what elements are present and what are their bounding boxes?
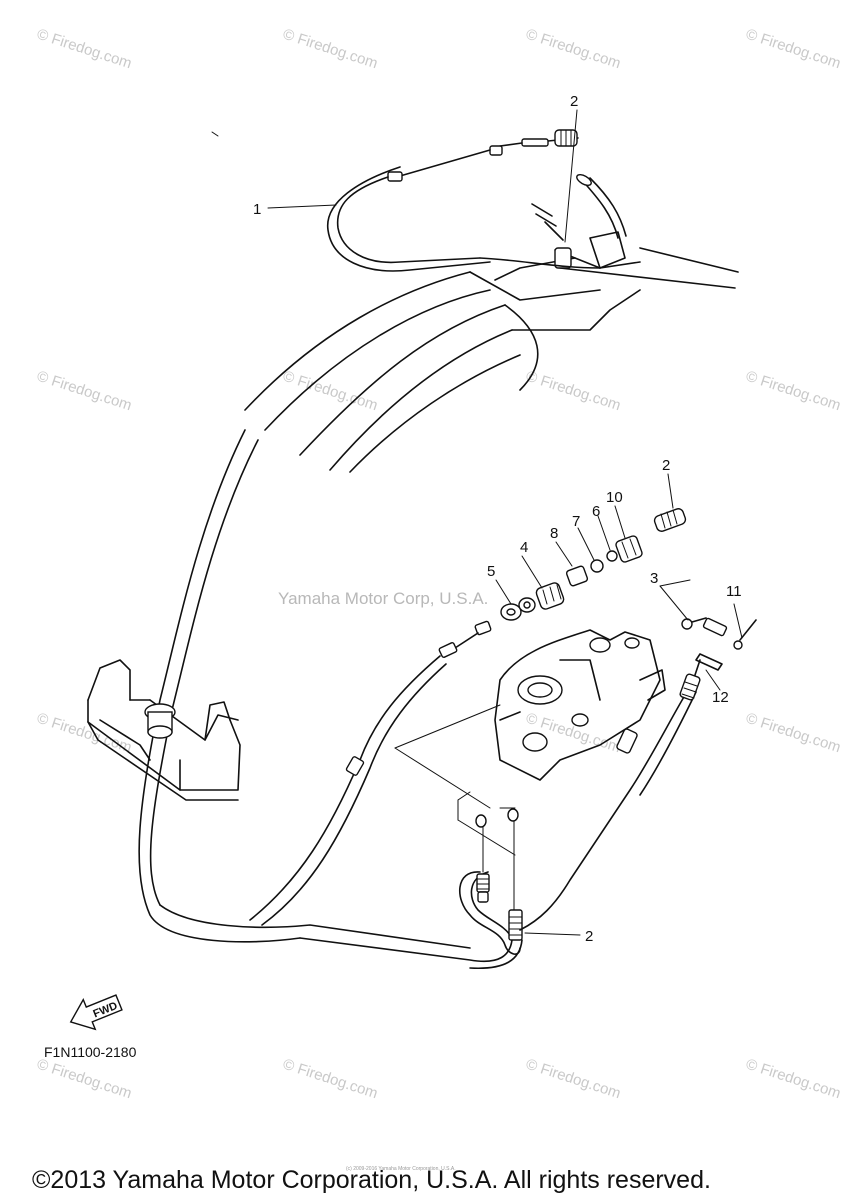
callout-8: 7 — [572, 513, 580, 530]
bracket — [702, 617, 728, 637]
watermark: © Firedog.com — [524, 368, 623, 415]
watermark-layer: © Firedog.com © Firedog.com © Firedog.co… — [35, 26, 842, 1103]
watermark: © Firedog.com — [524, 1056, 623, 1103]
callout-2: 2 — [570, 93, 578, 110]
callout-12: 12 — [712, 689, 729, 706]
callout-9: 8 — [550, 525, 558, 542]
callout-11: 11 — [726, 583, 742, 600]
bolt-4 — [681, 618, 693, 630]
watermark: © Firedog.com — [524, 26, 623, 73]
collar-9 — [565, 565, 589, 587]
joint-5 — [535, 582, 565, 610]
watermark: © Firedog.com — [35, 1056, 134, 1103]
callout-2: 2 — [662, 457, 670, 474]
washer-7 — [606, 550, 618, 562]
watermark: © Firedog.com — [35, 368, 134, 415]
leader-lines — [267, 109, 743, 936]
throttle-cable — [327, 129, 601, 272]
copyright-notice: ©2013 Yamaha Motor Corporation, U.S.A. A… — [32, 1166, 711, 1194]
nut-10 — [615, 535, 643, 563]
engine-support-block — [87, 659, 241, 801]
fine-print: (c) 2009-2016 Yamaha Motor Corporation, … — [346, 1166, 456, 1172]
callout-3: 2 — [585, 928, 593, 945]
watermark: © Firedog.com — [281, 1056, 380, 1103]
shift-cable — [138, 429, 523, 970]
washer-8 — [590, 559, 604, 573]
center-watermark: Yamaha Motor Corp, U.S.A. — [278, 589, 488, 608]
fwd-arrow: FWD — [69, 994, 123, 1031]
clip-11 — [733, 640, 743, 650]
callout-5: 4 — [520, 539, 528, 556]
watermark: © Firedog.com — [744, 710, 842, 757]
callout-10: 10 — [606, 489, 623, 506]
watermark: © Firedog.com — [744, 368, 842, 415]
hull-outline — [211, 131, 739, 473]
part-code: F1N1100-2180 — [44, 1044, 137, 1060]
callout-7: 6 — [592, 503, 600, 520]
watermark: © Firedog.com — [744, 26, 842, 73]
callout-4: 3 — [650, 570, 658, 587]
exploded-parts — [500, 508, 757, 671]
watermark: © Firedog.com — [281, 26, 380, 73]
callouts: 2 1 2 10 6 7 8 4 5 3 11 12 2 — [253, 93, 742, 945]
reverse-cable — [249, 620, 492, 926]
watermark: © Firedog.com — [35, 26, 134, 73]
cable-joints — [458, 808, 523, 955]
watermark: © Firedog.com — [744, 1056, 842, 1103]
watermark: © Firedog.com — [35, 710, 134, 757]
callout-6: 5 — [487, 563, 495, 580]
linkage-frame — [394, 704, 516, 856]
jet-pump-housing — [494, 629, 666, 781]
joint-2b — [653, 508, 687, 532]
trim-cable — [519, 659, 701, 931]
callout-1: 1 — [253, 201, 261, 218]
plate-12 — [695, 653, 723, 671]
